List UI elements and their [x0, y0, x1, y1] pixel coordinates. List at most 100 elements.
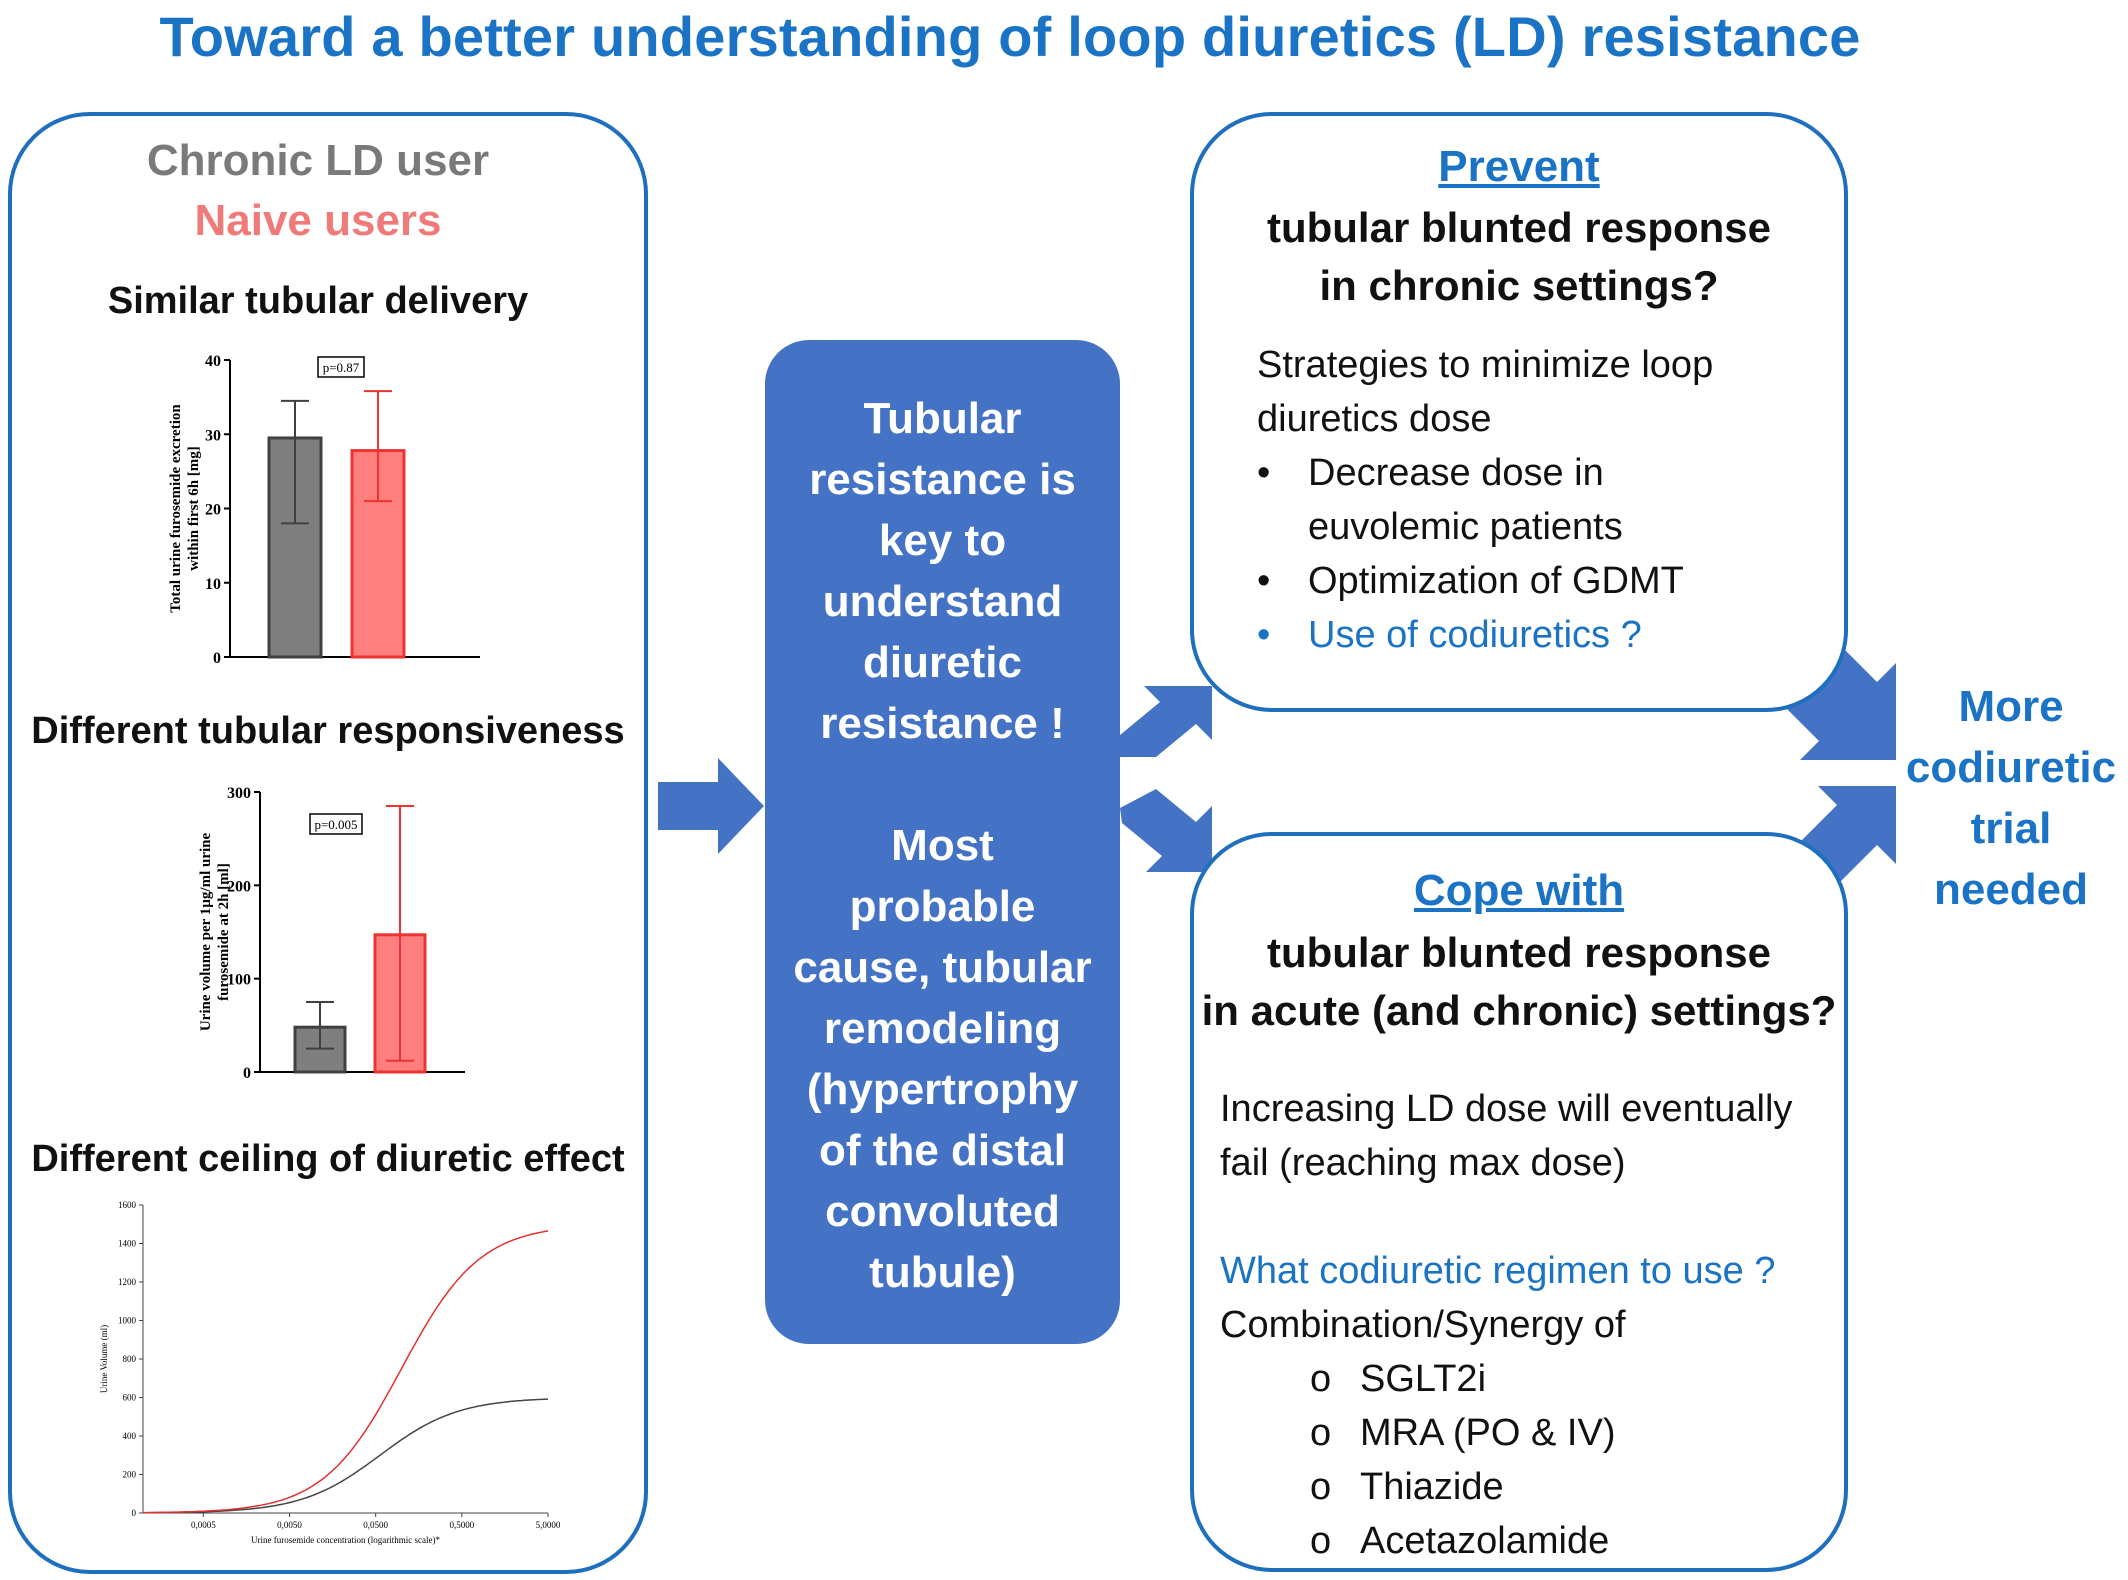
circle-bullet-icon: o	[1310, 1412, 1332, 1454]
pvalue-label: p=0.87	[323, 360, 360, 375]
y-tick-label: 600	[123, 1393, 137, 1403]
cope-increasing-line2: fail (reaching max dose)	[1220, 1142, 1626, 1184]
center-line: remodeling	[823, 1004, 1062, 1053]
bullet-icon: •	[1257, 614, 1271, 656]
y-tick-label: 1200	[118, 1277, 137, 1287]
center-line: Most	[891, 821, 994, 870]
cope-combination: Combination/Synergy of	[1220, 1304, 1626, 1346]
prevent-bullet-decrease-line2: euvolemic patients	[1308, 506, 1623, 548]
prevent-bullet-gdmt: Optimization of GDMT	[1308, 560, 1684, 602]
y-axis-label: Urine Volume (ml)	[99, 1325, 109, 1393]
y-tick-label: 1000	[118, 1316, 137, 1326]
cope-what-regimen: What codiuretic regimen to use ?	[1220, 1250, 1776, 1292]
y-axis-label-line: furosemide at 2h [ml]	[216, 863, 232, 1001]
page-title: Toward a better understanding of loop di…	[159, 5, 1861, 68]
arrow-center-to-cope	[1120, 789, 1212, 872]
y-tick-label: 0	[132, 1508, 137, 1518]
center-line: resistance is	[809, 455, 1076, 504]
y-tick-label: 200	[123, 1470, 137, 1480]
prevent-question-line1: tubular blunted response	[1266, 204, 1772, 251]
y-tick-label: 200	[227, 878, 251, 895]
arrow-left-to-center	[658, 758, 764, 854]
center-line: diuretic	[863, 638, 1022, 687]
center-line: (hypertrophy	[806, 1065, 1079, 1114]
y-tick-label: 800	[123, 1354, 137, 1364]
prevent-bullet-decrease-line1: Decrease dose in	[1308, 452, 1604, 494]
x-tick-label: 0,0005	[191, 1520, 216, 1530]
cope-heading: Cope with	[1413, 866, 1625, 915]
y-axis-label-line: Total urine furosemide excretion	[168, 404, 184, 613]
cope-panel	[1190, 832, 1848, 1572]
x-axis-label: Urine furosemide concentration (logarith…	[251, 1535, 440, 1545]
pvalue-label: p=0.005	[314, 817, 357, 832]
center-key-message-box: Tubular resistance is key to understand …	[765, 340, 1120, 1344]
series-line	[143, 1230, 549, 1514]
center-line: probable	[849, 882, 1036, 931]
bullet-icon: •	[1257, 560, 1271, 602]
center-line: Tubular	[863, 394, 1022, 443]
x-tick-label: 5,0000	[536, 1520, 561, 1530]
cope-item: Acetazolamide	[1360, 1520, 1610, 1562]
y-tick-label: 20	[205, 502, 221, 519]
circle-bullet-icon: o	[1310, 1466, 1332, 1508]
cope-question-line1: tubular blunted response	[1266, 929, 1772, 976]
section-different-responsiveness: Different tubular responsiveness	[31, 710, 625, 752]
more-line: needed	[1933, 865, 2089, 914]
cope-item: MRA (PO & IV)	[1360, 1412, 1616, 1454]
y-tick-label: 300	[227, 785, 251, 802]
y-tick-label: 400	[123, 1431, 137, 1441]
cope-increasing-line1: Increasing LD dose will eventually	[1220, 1088, 1793, 1130]
y-tick-label: 1600	[118, 1200, 137, 1210]
center-line: tubule)	[869, 1248, 1016, 1297]
center-line: resistance !	[820, 699, 1065, 748]
bullet-icon: •	[1257, 452, 1271, 494]
legend-chronic-label: Chronic LD user	[146, 136, 490, 185]
y-axis-label-line: within first 6h [mg]	[186, 446, 202, 571]
pvalue-box	[317, 356, 365, 378]
arrow-center-to-prevent	[1120, 686, 1212, 757]
center-line: of the distal	[819, 1126, 1066, 1175]
more-line: More	[1958, 682, 2064, 731]
prevent-strategies-line2: diuretics dose	[1257, 398, 1492, 440]
prevent-question-line2: in chronic settings?	[1319, 262, 1719, 309]
legend-naive-label: Naive users	[194, 196, 442, 245]
y-axis-label-line: Urine volume per 1µg/ml urine	[198, 832, 214, 1031]
prevent-bullet-codiuretics: Use of codiuretics ?	[1308, 614, 1642, 656]
more-line: codiuretic	[1905, 743, 2117, 792]
pvalue-box	[309, 813, 363, 835]
x-tick-label: 0,0050	[277, 1520, 302, 1530]
cope-item: SGLT2i	[1360, 1358, 1487, 1400]
y-tick-label: 100	[227, 972, 251, 989]
prevent-strategies-line1: Strategies to minimize loop	[1257, 344, 1714, 386]
prevent-heading: Prevent	[1438, 142, 1600, 191]
y-tick-label: 0	[243, 1065, 251, 1080]
chart-diuretic-ceiling: 0 200 400 600 800 1000 1200 1400 1600 0,0005 0,005…	[99, 1200, 561, 1545]
x-tick-label: 0,0500	[363, 1520, 388, 1530]
x-tick-label: 0,5000	[449, 1520, 474, 1530]
center-line: understand	[822, 577, 1063, 626]
prevent-panel	[1190, 112, 1848, 712]
circle-bullet-icon: o	[1310, 1358, 1332, 1400]
cope-question-line2: in acute (and chronic) settings?	[1201, 987, 1837, 1034]
y-tick-label: 30	[205, 427, 221, 444]
cope-item: Thiazide	[1360, 1466, 1504, 1508]
y-tick-label: 1400	[118, 1239, 137, 1249]
center-line: cause, tubular	[793, 943, 1092, 992]
center-line: convoluted	[825, 1187, 1060, 1236]
y-tick-label: 0	[213, 650, 221, 665]
arrow-prevent-to-more	[1782, 645, 1896, 760]
left-panel	[8, 112, 648, 1574]
section-similar-delivery: Similar tubular delivery	[107, 280, 529, 322]
y-tick-label: 40	[205, 353, 221, 370]
y-tick-label: 10	[205, 576, 221, 593]
center-line: key to	[878, 516, 1007, 565]
section-different-ceiling: Different ceiling of diuretic effect	[31, 1138, 625, 1180]
more-trial-needed-text: More codiuretic trial needed	[1898, 676, 2124, 920]
more-line: trial	[1970, 804, 2052, 853]
circle-bullet-icon: o	[1310, 1520, 1332, 1562]
